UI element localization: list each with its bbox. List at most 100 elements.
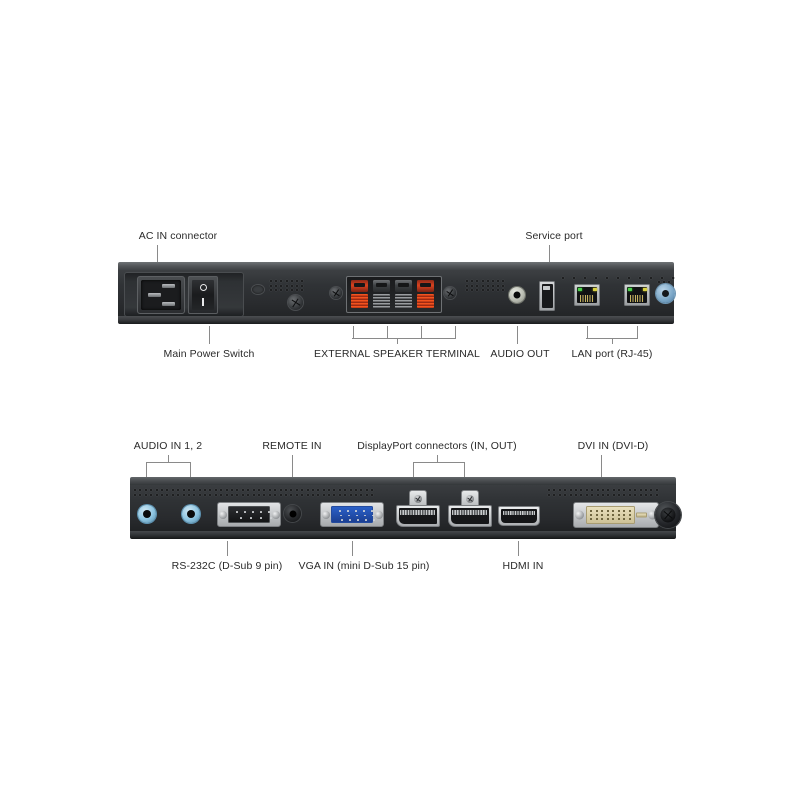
- speaker-lever-2[interactable]: [373, 280, 390, 292]
- label-external-speaker-terminal: EXTERNAL SPEAKER TERMINAL: [314, 348, 480, 360]
- displayport-out-screw-icon: [466, 495, 474, 503]
- vent-row-c: [562, 277, 674, 279]
- vga-pin-row-2: [332, 514, 382, 517]
- speaker-hole-3: [395, 294, 412, 308]
- vent-grid-lower-right: [548, 489, 658, 496]
- antenna-jack-core: [660, 507, 676, 523]
- leader-lan-2: [637, 326, 638, 339]
- label-main-power-switch: Main Power Switch: [163, 348, 255, 360]
- dvi-pin-grid: [590, 510, 631, 520]
- hdmi-in-port[interactable]: [498, 506, 540, 526]
- ac-in-connector[interactable]: [137, 276, 185, 314]
- external-speaker-terminal[interactable]: [346, 276, 442, 313]
- usb-cavity: [541, 284, 553, 308]
- leader-dvi-in: [601, 455, 602, 490]
- power-on-symbol-icon: [202, 298, 204, 307]
- panel-top-bevel: [118, 262, 674, 271]
- panel-lower-face: [130, 485, 681, 531]
- remote-in-hole: [289, 510, 296, 517]
- speaker-lever-1[interactable]: [351, 280, 368, 292]
- displayport-in-tongue: [400, 509, 435, 515]
- blue-round-jack[interactable]: [656, 284, 675, 303]
- ac-pin-mid: [148, 293, 161, 297]
- leader-speaker-4: [455, 326, 456, 339]
- speaker-hole-2: [373, 294, 390, 308]
- leader-vga-in: [352, 541, 353, 556]
- leader-lan-1: [587, 326, 588, 339]
- audio-in-2-hole: [187, 510, 195, 518]
- label-rs-232c: RS-232C (D-Sub 9 pin): [171, 560, 283, 572]
- leader-rs-232c: [227, 541, 228, 556]
- hdmi-tongue: [503, 510, 535, 515]
- leader-dp-out: [464, 462, 465, 477]
- leader-dp-in: [413, 462, 414, 477]
- vga-in-port[interactable]: [320, 502, 384, 527]
- displayport-in-screw-icon: [414, 495, 422, 503]
- label-displayport-connectors: DisplayPort connectors (IN, OUT): [357, 440, 517, 452]
- rj45-1-pins: [579, 295, 595, 302]
- panel-face: [118, 271, 675, 317]
- leader-speaker-rail: [352, 338, 455, 339]
- power-off-symbol-icon: [199, 283, 207, 291]
- label-remote-in: REMOTE IN: [262, 440, 322, 452]
- leader-audio-in-1: [146, 462, 147, 477]
- audio-out-jack[interactable]: [509, 287, 525, 303]
- vent-grid-lower-left: [134, 489, 374, 496]
- leader-dp-rail: [413, 462, 465, 463]
- rear-connector-panel-lower: [130, 477, 681, 539]
- speaker-hole-1: [351, 294, 368, 308]
- power-switch-rocker[interactable]: [192, 280, 214, 310]
- lan-port-2[interactable]: [624, 284, 650, 306]
- rs232-screw-right: [271, 510, 280, 519]
- ac-inlet-cavity: [141, 280, 181, 310]
- panel-lower-top-bevel: [130, 477, 676, 485]
- vga-pin-row-1: [332, 510, 380, 512]
- vent-grid-a: [270, 280, 304, 294]
- leader-audio-in-2: [190, 462, 191, 477]
- panel-screw-speaker: [330, 287, 342, 299]
- vent-grid-b: [466, 280, 505, 294]
- rs232-pin-row-2: [229, 517, 283, 519]
- displayport-in-port[interactable]: [396, 490, 440, 527]
- vga-pin-row-3: [332, 519, 384, 521]
- rs232-body: [228, 506, 272, 523]
- label-service-port: Service port: [525, 230, 583, 242]
- label-ac-in-connector: AC IN connector: [138, 230, 218, 242]
- displayport-out-port[interactable]: [448, 490, 492, 527]
- audio-in-1-hole: [143, 510, 151, 518]
- rs-232c-port[interactable]: [217, 502, 281, 527]
- panel-oval-recess: [252, 285, 264, 294]
- antenna-jack[interactable]: [655, 502, 681, 528]
- audio-in-2-jack[interactable]: [182, 505, 200, 523]
- audio-out-hole: [513, 291, 521, 299]
- leader-speaker-1: [353, 326, 354, 339]
- rj45-2-link-led-icon: [627, 287, 632, 291]
- dvi-body: [586, 506, 635, 524]
- leader-audio-out: [517, 326, 518, 344]
- label-hdmi-in: HDMI IN: [502, 560, 544, 572]
- leader-main-power-switch: [209, 326, 210, 344]
- audio-in-1-jack[interactable]: [138, 505, 156, 523]
- speaker-lever-4[interactable]: [417, 280, 434, 292]
- service-port[interactable]: [539, 281, 555, 311]
- lan-port-1[interactable]: [574, 284, 600, 306]
- leader-remote-in: [292, 455, 293, 477]
- speaker-lever-3[interactable]: [395, 280, 412, 292]
- leader-dp-stem: [437, 455, 438, 463]
- dvi-in-port[interactable]: [573, 502, 659, 528]
- leader-speaker-3: [421, 326, 422, 339]
- rj45-2-pins: [629, 295, 645, 302]
- label-vga-in: VGA IN (mini D-Sub 15 pin): [298, 560, 430, 572]
- panel-screw-left: [288, 295, 303, 310]
- ac-pin-bottom: [162, 302, 175, 306]
- rj45-1-act-led-icon: [592, 287, 597, 291]
- remote-in-jack[interactable]: [284, 505, 301, 522]
- rear-connector-panel-upper: [118, 262, 675, 324]
- usb-tongue: [542, 286, 550, 290]
- panel-bottom-bevel: [118, 316, 674, 324]
- leader-hdmi-in: [518, 541, 519, 556]
- rs232-pin-row-1: [229, 511, 277, 513]
- rs232-screw-left: [218, 510, 227, 519]
- main-power-switch[interactable]: [188, 276, 218, 314]
